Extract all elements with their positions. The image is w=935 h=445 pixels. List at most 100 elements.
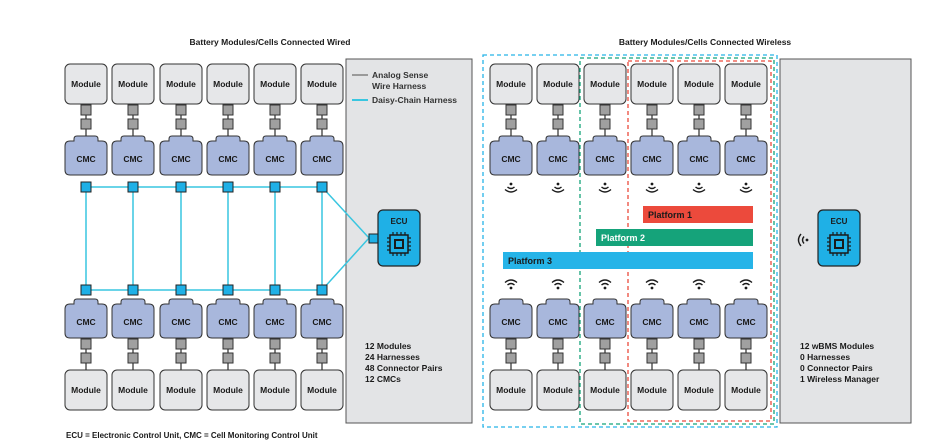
module-box bbox=[300, 63, 344, 105]
module-box bbox=[536, 369, 580, 411]
module-box bbox=[583, 369, 627, 411]
cmc-label: CMC bbox=[171, 154, 190, 164]
module-box bbox=[724, 369, 768, 411]
connector bbox=[127, 118, 139, 130]
module-label: Module bbox=[260, 79, 290, 89]
connector bbox=[693, 352, 705, 364]
cmc-label: CMC bbox=[548, 154, 567, 164]
chip-icon bbox=[826, 231, 852, 257]
summary-line: 12 wBMS Modules bbox=[800, 341, 874, 351]
cmc-box bbox=[677, 298, 721, 339]
wireless-icon bbox=[645, 279, 659, 291]
daisy-chain-connector bbox=[222, 181, 234, 193]
module-box bbox=[253, 369, 297, 411]
module-box bbox=[111, 63, 155, 105]
module-label: Module bbox=[496, 79, 526, 89]
chip-icon bbox=[386, 231, 412, 257]
ecu-box bbox=[817, 209, 861, 267]
daisy-chain-line bbox=[321, 186, 370, 239]
module-label: Module bbox=[543, 385, 573, 395]
cmc-label: CMC bbox=[548, 317, 567, 327]
daisy-chain-connector bbox=[80, 181, 92, 193]
connector bbox=[740, 118, 752, 130]
connector bbox=[599, 338, 611, 350]
cmc-box bbox=[253, 298, 297, 339]
legend: Analog Sense Wire Harness Daisy-Chain Ha… bbox=[352, 70, 457, 105]
module-box bbox=[159, 369, 203, 411]
connector bbox=[175, 104, 187, 116]
module-box bbox=[159, 63, 203, 105]
cmc-label: CMC bbox=[76, 317, 95, 327]
connector bbox=[552, 352, 564, 364]
ecu-label: ECU bbox=[831, 217, 848, 226]
connector bbox=[175, 338, 187, 350]
module-box bbox=[253, 63, 297, 105]
cmc-box bbox=[583, 298, 627, 339]
summary-line: 12 CMCs bbox=[365, 374, 401, 384]
cmc-label: CMC bbox=[171, 317, 190, 327]
module-label: Module bbox=[260, 385, 290, 395]
platform-2-bar bbox=[596, 229, 753, 246]
module-label: Module bbox=[118, 79, 148, 89]
connector bbox=[316, 352, 328, 364]
connector bbox=[740, 338, 752, 350]
right-ecu: ECU bbox=[797, 209, 861, 267]
daisy-chain-connector bbox=[80, 284, 92, 296]
module-box bbox=[677, 63, 721, 105]
cmc-label: CMC bbox=[595, 317, 614, 327]
module-box bbox=[536, 63, 580, 105]
platform-2-label: Platform 2 bbox=[601, 233, 645, 243]
summary-line: 24 Harnesses bbox=[365, 352, 420, 362]
daisy-chain-connector bbox=[175, 284, 187, 296]
connector bbox=[269, 104, 281, 116]
module-box bbox=[206, 63, 250, 105]
module-label: Module bbox=[684, 385, 714, 395]
legend-analog-label-2: Wire Harness bbox=[372, 81, 427, 91]
summary-line: 12 Modules bbox=[365, 341, 412, 351]
summary-line: 0 Harnesses bbox=[800, 352, 850, 362]
cmc-box bbox=[489, 298, 533, 339]
right-summary: 12 wBMS Modules 0 Harnesses 0 Connector … bbox=[800, 341, 880, 384]
module-label: Module bbox=[590, 79, 620, 89]
module-label: Module bbox=[307, 385, 337, 395]
connector bbox=[646, 118, 658, 130]
module-label: Module bbox=[637, 79, 667, 89]
module-label: Module bbox=[731, 385, 761, 395]
module-box bbox=[300, 369, 344, 411]
cmc-box bbox=[630, 298, 674, 339]
connector bbox=[552, 104, 564, 116]
cmc-box bbox=[206, 135, 250, 176]
platform-3-bar bbox=[503, 252, 753, 269]
summary-line: 0 Connector Pairs bbox=[800, 363, 873, 373]
footnote: ECU = Electronic Control Unit, CMC = Cel… bbox=[66, 431, 318, 440]
cmc-label: CMC bbox=[689, 154, 708, 164]
connector bbox=[505, 338, 517, 350]
connector bbox=[80, 104, 92, 116]
daisy-chain-connector bbox=[316, 284, 328, 296]
module-box bbox=[583, 63, 627, 105]
daisy-chain-connector bbox=[127, 181, 139, 193]
connector bbox=[127, 104, 139, 116]
connector bbox=[646, 104, 658, 116]
cmc-label: CMC bbox=[595, 154, 614, 164]
connector bbox=[175, 118, 187, 130]
connector bbox=[222, 104, 234, 116]
wireless-icon bbox=[739, 279, 753, 291]
cmc-label: CMC bbox=[689, 317, 708, 327]
left-ecu: ECU bbox=[368, 209, 421, 267]
connector bbox=[222, 338, 234, 350]
module-box bbox=[64, 369, 108, 411]
cmc-box bbox=[159, 298, 203, 339]
connector bbox=[269, 118, 281, 130]
module-label: Module bbox=[496, 385, 526, 395]
cmc-label: CMC bbox=[642, 154, 661, 164]
daisy-chain-connector bbox=[175, 181, 187, 193]
module-label: Module bbox=[731, 79, 761, 89]
right-title: Battery Modules/Cells Connected Wireless bbox=[619, 37, 792, 47]
module-box bbox=[64, 63, 108, 105]
module-label: Module bbox=[166, 385, 196, 395]
cmc-label: CMC bbox=[123, 154, 142, 164]
connector bbox=[599, 118, 611, 130]
cmc-label: CMC bbox=[76, 154, 95, 164]
cmc-box bbox=[111, 298, 155, 339]
